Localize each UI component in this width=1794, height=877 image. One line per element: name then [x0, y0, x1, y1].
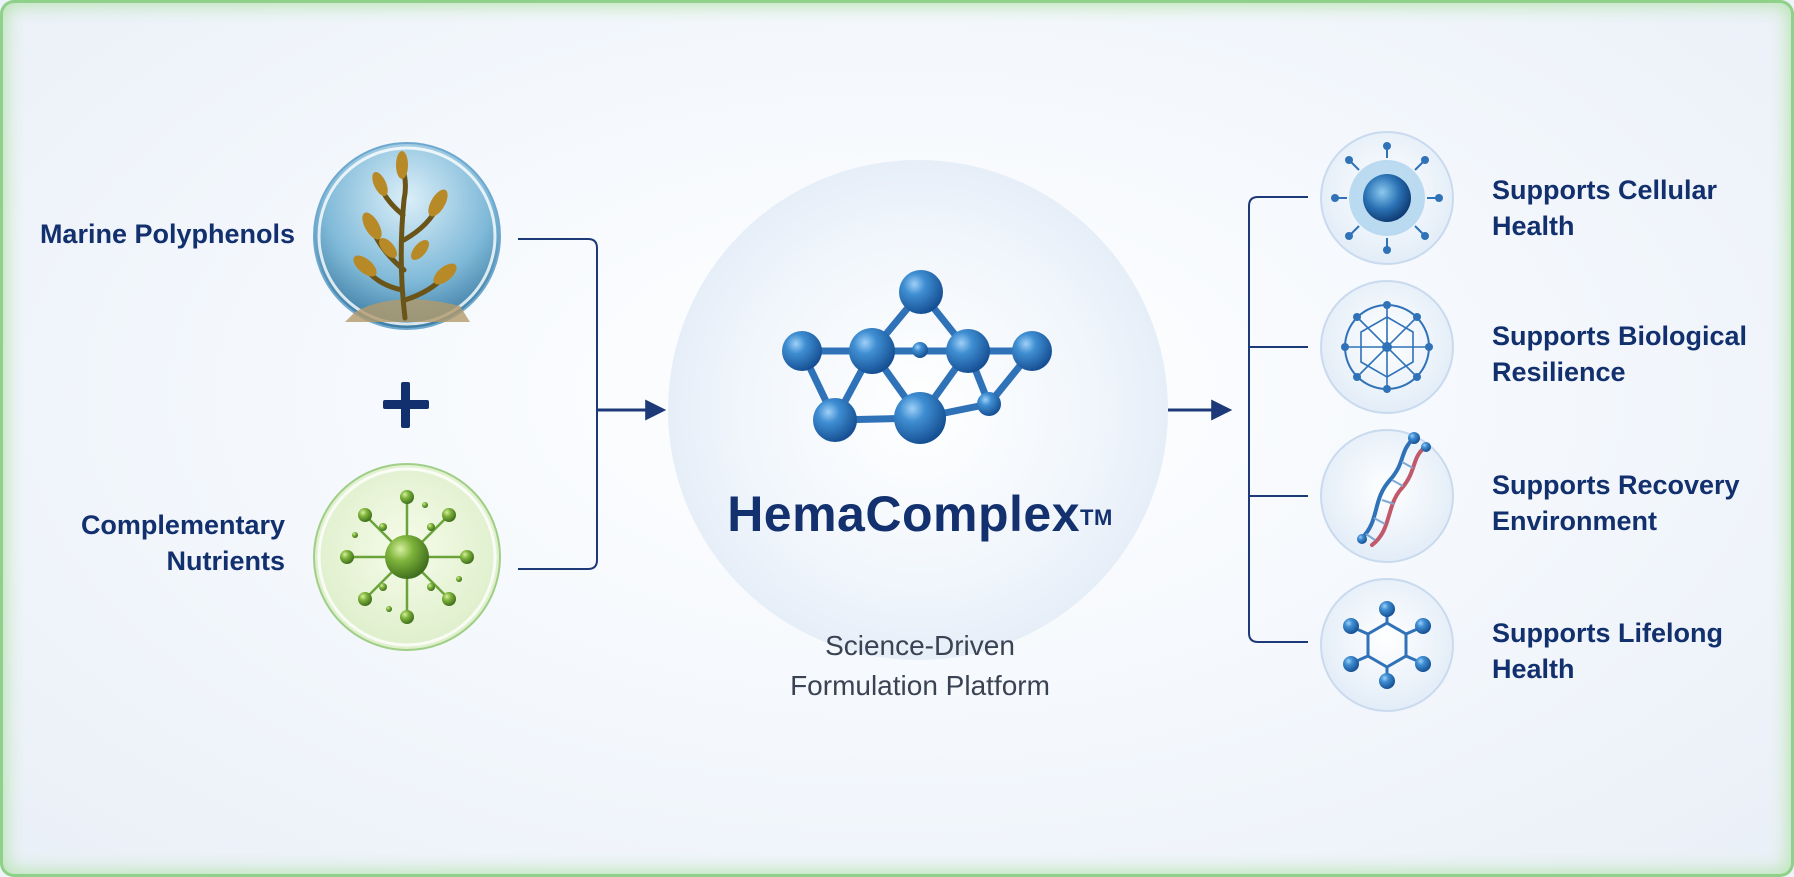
nutrient-molecule-icon: [313, 463, 501, 651]
subtitle-line2: Formulation Platform: [790, 670, 1050, 701]
cell-icon: [1320, 131, 1454, 265]
benefit-lifelong-health: Supports Lifelong Health: [1492, 615, 1723, 687]
plus-icon: [383, 382, 429, 428]
seaweed-icon: [313, 142, 501, 330]
dna-icon: [1320, 429, 1454, 563]
complementary-line1: Complementary: [80, 510, 285, 540]
input-label-complementary: Complementary Nutrients: [20, 507, 285, 579]
input-label-marine: Marine Polyphenols: [39, 219, 295, 249]
benefit-recovery-environment: Supports Recovery Environment: [1492, 467, 1740, 539]
benefit-line1: Supports Cellular: [1492, 175, 1718, 205]
output-connector: [1168, 196, 1308, 643]
benefit-cellular-health: Supports Cellular Health: [1492, 172, 1717, 244]
input-connector: [518, 238, 667, 570]
subtitle-line1: Science-Driven: [825, 630, 1015, 661]
benefit-line1: Supports Biological: [1492, 321, 1748, 351]
benefit-line2: Environment: [1492, 506, 1658, 536]
benefit-line2: Resilience: [1492, 357, 1626, 387]
benefit-line2: Health: [1492, 654, 1575, 684]
hexagon-molecule-icon: [1320, 578, 1454, 712]
molecule-network-icon: [782, 270, 1052, 444]
product-title: HemaComplexTM: [700, 484, 1140, 544]
product-subtitle: Science-Driven Formulation Platform: [700, 626, 1140, 706]
benefit-line1: Supports Lifelong: [1492, 618, 1723, 648]
benefit-line1: Supports Recovery: [1492, 470, 1740, 500]
benefit-biological-resilience: Supports Biological Resilience: [1492, 318, 1747, 390]
product-name: HemaComplex: [727, 486, 1081, 542]
network-sphere-icon: [1320, 280, 1454, 414]
trademark-mark: TM: [1080, 505, 1113, 530]
benefit-line2: Health: [1492, 211, 1575, 241]
complementary-line2: Nutrients: [166, 546, 285, 576]
